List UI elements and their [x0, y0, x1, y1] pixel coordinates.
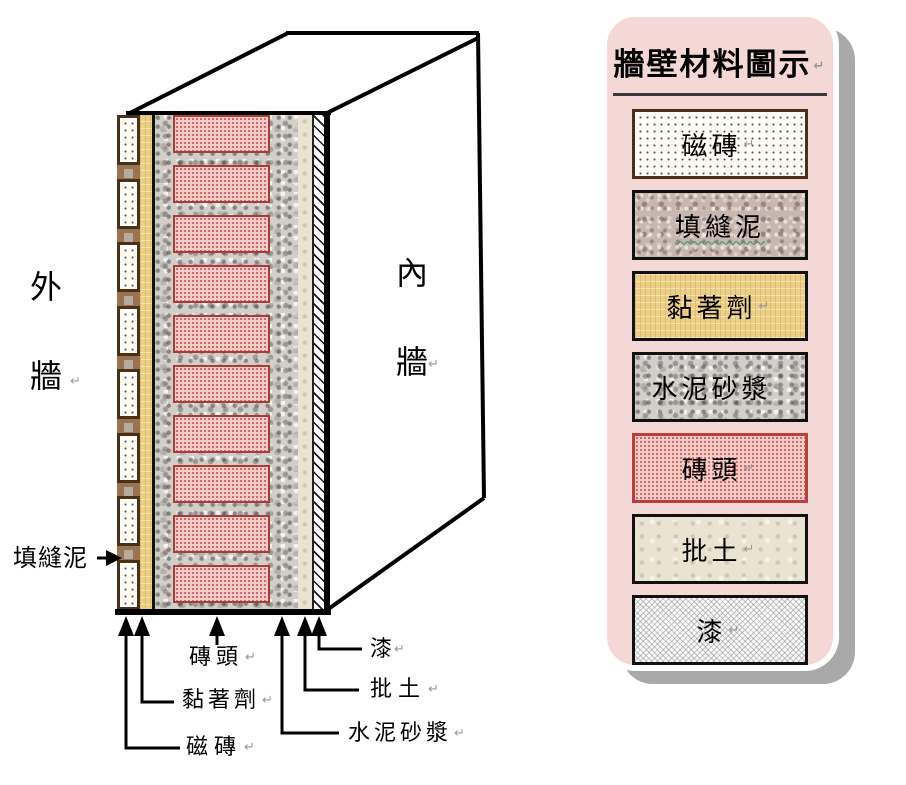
return-mark: ↵ [428, 357, 439, 372]
tile [117, 369, 140, 419]
legend-item-mortar: 水泥砂漿↵ [632, 352, 808, 422]
label-tile: 磁磚↵ [186, 735, 261, 760]
title-underline [613, 93, 827, 96]
grout-joint [124, 233, 133, 242]
grout-joint [124, 169, 133, 178]
return-mark: ↵ [245, 649, 261, 665]
label-adhesive: 黏著劑↵ [182, 688, 277, 713]
label-outer-wall: 外牆 [25, 270, 63, 448]
label-brick: 磚頭↵ [189, 645, 261, 670]
return-mark: ↵ [743, 541, 759, 557]
return-mark: ↵ [743, 136, 759, 152]
return-mark: ↵ [743, 460, 759, 476]
return-mark: ↵ [773, 379, 789, 395]
return-mark: ↵ [758, 298, 774, 314]
return-mark: ↵ [728, 622, 744, 638]
layer-putty [298, 115, 312, 612]
return-mark: ↵ [70, 374, 81, 389]
legend-item-putty: 批土↵ [632, 514, 808, 584]
legend-panel: 牆壁材料圖示↵ 磁磚↵ 填縫泥 黏著劑↵ 水泥砂漿↵ 磚頭↵ 批土↵ 漆↵ [607, 17, 833, 665]
brick [173, 515, 270, 553]
brick [173, 115, 270, 153]
tile [117, 433, 140, 483]
return-mark: ↵ [813, 59, 827, 74]
label-mortar: 水泥砂漿↵ [348, 721, 469, 746]
legend-item-paint: 漆↵ [632, 595, 808, 665]
layer-adhesive [140, 115, 152, 612]
legend-label: 磁磚 [681, 131, 742, 162]
arrow-line-paint [317, 634, 362, 651]
brick [173, 465, 270, 503]
grout-joint [124, 360, 133, 369]
legend-label: 水泥砂漿 [651, 374, 772, 405]
brick [173, 215, 270, 253]
label-paint: 漆↵ [370, 637, 405, 662]
tile [117, 496, 140, 546]
return-mark: ↵ [244, 739, 261, 755]
arrowhead-putty [297, 616, 313, 636]
brick [173, 565, 270, 603]
return-mark: ↵ [454, 725, 469, 741]
legend-label: 批土 [681, 536, 742, 567]
return-mark: ↵ [262, 692, 277, 708]
layer-paint [312, 115, 327, 612]
arrowhead-mortar [274, 616, 290, 636]
legend-item-grout: 填縫泥 [632, 190, 808, 260]
grout-joint [124, 550, 133, 559]
arrowhead-paint [311, 616, 327, 636]
arrowhead-adhesive [134, 616, 150, 636]
legend-item-brick: 磚頭↵ [632, 433, 808, 503]
layer-tile-column [117, 115, 140, 612]
legend-item-tile: 磁磚↵ [632, 109, 808, 179]
brick [173, 315, 270, 353]
arrow-line-mortar [280, 634, 339, 735]
return-mark: ↵ [428, 681, 445, 697]
legend-label: 磚頭 [681, 455, 742, 486]
tile [117, 242, 140, 292]
label-grout: 填縫泥 [13, 544, 88, 572]
legend-items: 磁磚↵ 填縫泥 黏著劑↵ 水泥砂漿↵ 磚頭↵ 批土↵ 漆↵ [607, 109, 833, 665]
return-mark: ↵ [394, 641, 405, 657]
brick [173, 265, 270, 303]
arrow-line-putty [303, 634, 359, 692]
arrowhead-tile [118, 616, 134, 636]
label-inner-wall: 內牆 [391, 256, 429, 434]
grout-joint [124, 423, 133, 432]
tile [117, 115, 140, 165]
tile [117, 560, 140, 610]
arrowhead-brick [209, 616, 225, 636]
arrow-line-adhesive [140, 634, 174, 704]
tile [117, 306, 140, 356]
grout-joint [124, 296, 133, 305]
legend-item-adhesive: 黏著劑↵ [632, 271, 808, 341]
legend-label: 漆 [696, 617, 727, 648]
arrow-line-tile [124, 634, 180, 750]
grout-joint [124, 487, 133, 496]
legend-label: 黏著劑 [666, 293, 757, 324]
brick [173, 365, 270, 403]
label-putty: 批土↵ [370, 677, 445, 702]
legend-label: 填縫泥 [674, 212, 765, 243]
layer-mortar [152, 115, 298, 612]
tile [117, 179, 140, 229]
legend-title: 牆壁材料圖示↵ [613, 47, 827, 83]
brick [173, 415, 270, 453]
brick [173, 165, 270, 203]
